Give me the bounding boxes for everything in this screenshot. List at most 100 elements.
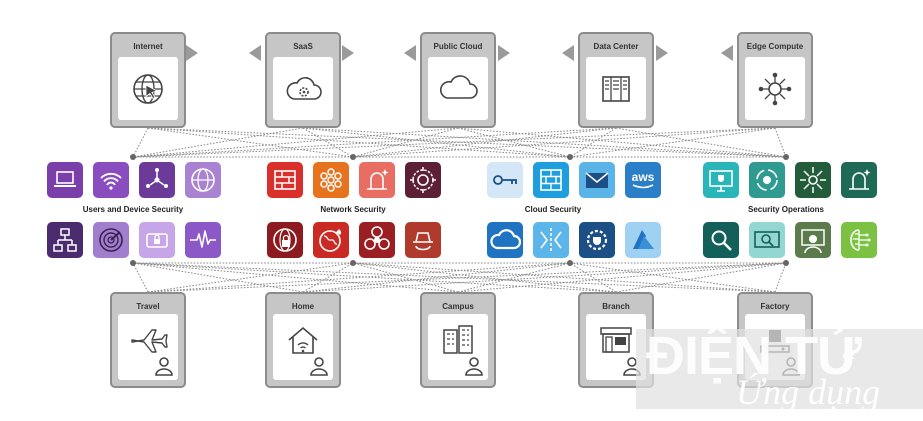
tile-spy-hat <box>405 222 441 258</box>
globe-lock-icon <box>273 228 297 252</box>
connector-line <box>147 127 354 158</box>
globe-cursor-icon <box>133 73 163 104</box>
connector-line <box>352 127 459 158</box>
site-box-top: SaaS <box>265 32 341 128</box>
edge-network-icon <box>758 72 792 105</box>
tile-azure-logo <box>625 222 661 258</box>
tile-radar <box>93 222 129 258</box>
aws-logo-icon: aws <box>632 170 655 189</box>
tile-bug-target <box>795 162 831 198</box>
connector-line <box>569 127 617 158</box>
connector-line <box>457 127 787 158</box>
connector-line <box>569 262 776 293</box>
connector-line <box>569 127 776 158</box>
junction-dot <box>130 154 136 160</box>
connector-line <box>615 262 787 293</box>
screen-search-icon <box>754 231 780 248</box>
user-icon <box>155 357 173 376</box>
firewall-icon <box>274 170 296 190</box>
storefront-icon <box>600 327 632 354</box>
connector-line <box>569 262 617 293</box>
connector-line <box>352 127 776 158</box>
tile-threat-wheel <box>405 162 441 198</box>
connector-line <box>615 127 787 158</box>
site-title: Factory <box>760 302 790 311</box>
globe-fire-icon <box>319 229 342 252</box>
tile-wifi <box>93 162 129 198</box>
site-title: Travel <box>136 302 160 311</box>
user-alert-icon <box>849 169 871 190</box>
connector-line <box>302 262 787 293</box>
tile-pulse <box>185 222 221 258</box>
site-icon-panel <box>273 314 333 380</box>
group-label: Security Operations <box>747 205 825 214</box>
firewall-grid-icon <box>540 169 562 191</box>
search-icon <box>711 230 732 251</box>
pulse-icon <box>190 230 216 248</box>
connector-line <box>302 262 354 293</box>
share-nodes-icon <box>146 168 168 188</box>
connector-line <box>132 127 459 158</box>
cloud-gear-icon <box>286 76 322 100</box>
connector-line <box>302 127 354 158</box>
tile-lock-device <box>139 222 175 258</box>
bug-target-icon <box>800 167 826 193</box>
watermark: ĐIỆN TỬ & Ứng dụng <box>636 326 923 412</box>
tile-analyst <box>795 222 831 258</box>
connector-arrow <box>656 45 668 61</box>
connector-line <box>132 262 776 293</box>
buildings-icon <box>443 325 473 355</box>
junction-dot <box>130 260 136 266</box>
tile-user-alert <box>841 162 877 198</box>
connector-line <box>132 262 459 293</box>
junction-dot <box>350 154 356 160</box>
tile-gear-shield <box>579 222 615 258</box>
tile-globe-lock <box>267 222 303 258</box>
tile-firewall-grid <box>533 162 569 198</box>
group-label: Users and Device Security <box>82 205 184 214</box>
junction-dot <box>783 154 789 160</box>
tile-globe-network <box>185 162 221 198</box>
user-icon <box>465 357 483 376</box>
site-title: Data Center <box>593 42 639 51</box>
site-title: Branch <box>602 302 630 311</box>
site-box-top: Public Cloud <box>420 32 496 128</box>
globe-network-icon <box>191 168 215 192</box>
site-title: Public Cloud <box>433 42 483 51</box>
biohazard-icon <box>364 226 390 250</box>
house-wifi-icon <box>288 327 318 355</box>
tile-gear-arrows <box>749 162 785 198</box>
tile-monitor-shield <box>703 162 739 198</box>
threat-wheel-icon <box>410 167 436 193</box>
key-icon <box>493 175 517 185</box>
tile-mail <box>579 162 615 198</box>
connector-line <box>352 262 459 293</box>
connector-arrow <box>562 45 574 61</box>
connector-arrow <box>721 45 733 61</box>
user-alert-icon <box>367 169 389 190</box>
connector-line <box>352 262 617 293</box>
wifi-icon <box>100 172 122 190</box>
google-cloud-icon <box>490 229 522 250</box>
tile-share-nodes <box>139 162 175 198</box>
tile-screen-search <box>749 222 785 258</box>
tile-search <box>703 222 739 258</box>
ai-brain-icon <box>850 229 871 251</box>
site-icon-panel <box>273 57 333 120</box>
tile-aws-logo: aws <box>625 162 661 198</box>
tile-biohazard <box>359 222 395 258</box>
cloud-icon <box>439 74 478 99</box>
gear-shield-icon <box>586 229 608 251</box>
site-icon-panel <box>118 57 178 120</box>
tile-user-alert <box>359 162 395 198</box>
connector-line <box>132 262 617 293</box>
site-box-bottom: Travel <box>110 292 186 388</box>
junction-dot <box>350 260 356 266</box>
connector-line <box>352 127 617 158</box>
site-box-top: Edge Compute <box>737 32 813 128</box>
tile-google-cloud <box>487 222 523 258</box>
radar-icon <box>99 228 123 252</box>
connector-arrow <box>249 45 261 61</box>
tile-ai-brain <box>841 222 877 258</box>
